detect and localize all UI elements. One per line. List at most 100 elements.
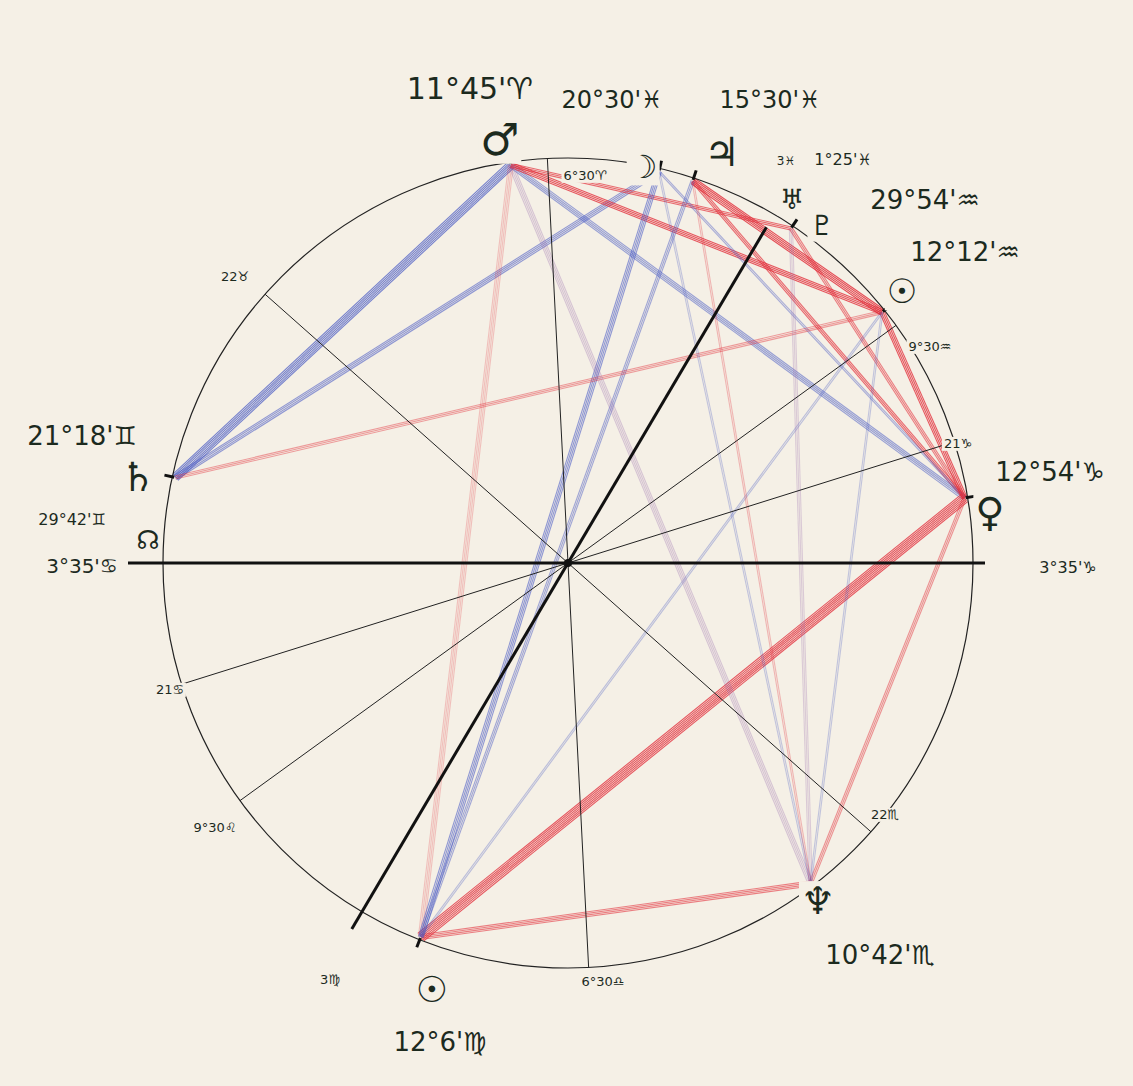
- planet-glyph: ♂: [478, 116, 521, 164]
- planet-glyph: ♀: [973, 490, 1006, 534]
- cusp-label: 6°30♎: [580, 975, 627, 989]
- aspect-line: [420, 881, 810, 935]
- aspect-line: [811, 312, 882, 883]
- aspect-line: [509, 167, 963, 500]
- aspect-line: [177, 167, 513, 479]
- aspect-line: [511, 164, 882, 311]
- cusp-label: 3♓: [775, 155, 797, 168]
- degree-label: 3°35'♋: [44, 555, 120, 577]
- aspect-line: [175, 312, 882, 477]
- center-dot: [564, 559, 572, 567]
- aspect-line: [423, 500, 967, 939]
- aspect-line: [176, 314, 883, 479]
- aspect-line: [175, 164, 511, 476]
- cusp-label: 9°30♒: [907, 340, 954, 354]
- degree-label: 3°35'♑: [1037, 559, 1098, 577]
- cusp-label: 3♍: [318, 973, 342, 987]
- planet-glyph: ♆: [799, 881, 837, 923]
- node-glyph: ☊: [134, 526, 161, 555]
- degree-label: 21°18'♊: [25, 422, 139, 451]
- aspect-line: [421, 181, 693, 937]
- aspect-line: [884, 311, 967, 497]
- aspect-line: [421, 883, 811, 937]
- degree-label: 12°54'♑: [993, 458, 1107, 487]
- planet-tick: [791, 219, 797, 227]
- aspect-line: [512, 165, 812, 883]
- aspect-line: [810, 312, 881, 883]
- planet-glyph: ♅: [777, 185, 806, 216]
- planet-glyph: ☉: [414, 970, 450, 1010]
- aspect-line: [692, 181, 810, 884]
- aspect-line: [693, 181, 882, 312]
- aspect-line: [660, 171, 966, 497]
- aspect-line: [174, 163, 510, 475]
- planet-tick: [417, 938, 421, 947]
- aspect-line: [421, 886, 811, 940]
- aspect-line: [883, 312, 966, 498]
- planet-glyph: ♇: [807, 211, 836, 242]
- degree-label: 10°42'♏: [823, 941, 937, 970]
- degree-label: 15°30'♓: [717, 87, 822, 113]
- aspect-line: [418, 165, 508, 937]
- aspect-line: [176, 166, 512, 478]
- aspect-line: [421, 313, 882, 938]
- degree-label: 12°12'♒: [908, 238, 1022, 267]
- aspect-line: [880, 313, 963, 499]
- planet-tick: [693, 170, 696, 180]
- aspect-line: [423, 172, 661, 938]
- aspect-line: [420, 171, 658, 937]
- aspect-line: [513, 164, 813, 882]
- aspect-bands: [172, 162, 967, 941]
- aspect-line: [694, 181, 812, 884]
- aspect-line: [691, 183, 880, 314]
- aspect-line: [809, 497, 963, 883]
- planet-glyph: ☉: [885, 273, 919, 310]
- aspect-line: [694, 180, 966, 497]
- aspect-line: [789, 229, 809, 884]
- degree-label: 20°30'♓: [559, 87, 664, 113]
- aspect-line: [419, 180, 691, 936]
- cusp-label: 21♋: [154, 683, 186, 697]
- aspect-line: [792, 228, 966, 497]
- planet-glyph: ♃: [702, 130, 742, 174]
- planet-glyph: ☽: [627, 150, 660, 185]
- axis-line: [352, 227, 767, 929]
- aspect-line: [422, 181, 694, 937]
- aspect-line: [178, 168, 514, 480]
- aspect-line: [424, 502, 968, 941]
- planet-glyph: ♄: [118, 455, 158, 499]
- cusp-label: 9°30♌: [192, 821, 239, 835]
- aspect-line: [176, 173, 660, 479]
- aspect-line: [175, 311, 882, 476]
- aspect-line: [419, 171, 657, 937]
- aspect-line: [422, 172, 660, 938]
- aspect-line: [694, 180, 883, 311]
- cusp-label: 22♉: [219, 270, 251, 284]
- cusp-label: 6°30♈: [562, 169, 609, 183]
- degree-label: 29°42'♊: [36, 511, 107, 529]
- aspect-line: [692, 182, 881, 313]
- aspect-line: [422, 165, 512, 937]
- horizon-line: [128, 562, 985, 565]
- aspect-line: [791, 228, 811, 883]
- aspect-line: [693, 181, 965, 498]
- degree-label: 1°25'♓: [812, 151, 873, 169]
- aspect-line: [172, 162, 508, 474]
- aspect-line: [174, 169, 658, 475]
- planet-tick: [659, 161, 661, 171]
- planet-tick: [164, 475, 174, 477]
- aspect-line: [791, 228, 965, 497]
- degree-label: 12°6'♍: [391, 1028, 488, 1057]
- aspect-line: [510, 165, 810, 883]
- aspect-line: [420, 165, 510, 937]
- aspect-line: [510, 167, 881, 314]
- degree-label: 11°45'♈: [405, 72, 536, 105]
- aspect-line: [423, 165, 513, 937]
- cusp-label: 22♏: [869, 808, 901, 822]
- aspect-line: [421, 884, 811, 938]
- aspect-line: [881, 312, 964, 498]
- cusp-label: 21♑: [942, 437, 974, 451]
- house-cusps: [128, 159, 985, 968]
